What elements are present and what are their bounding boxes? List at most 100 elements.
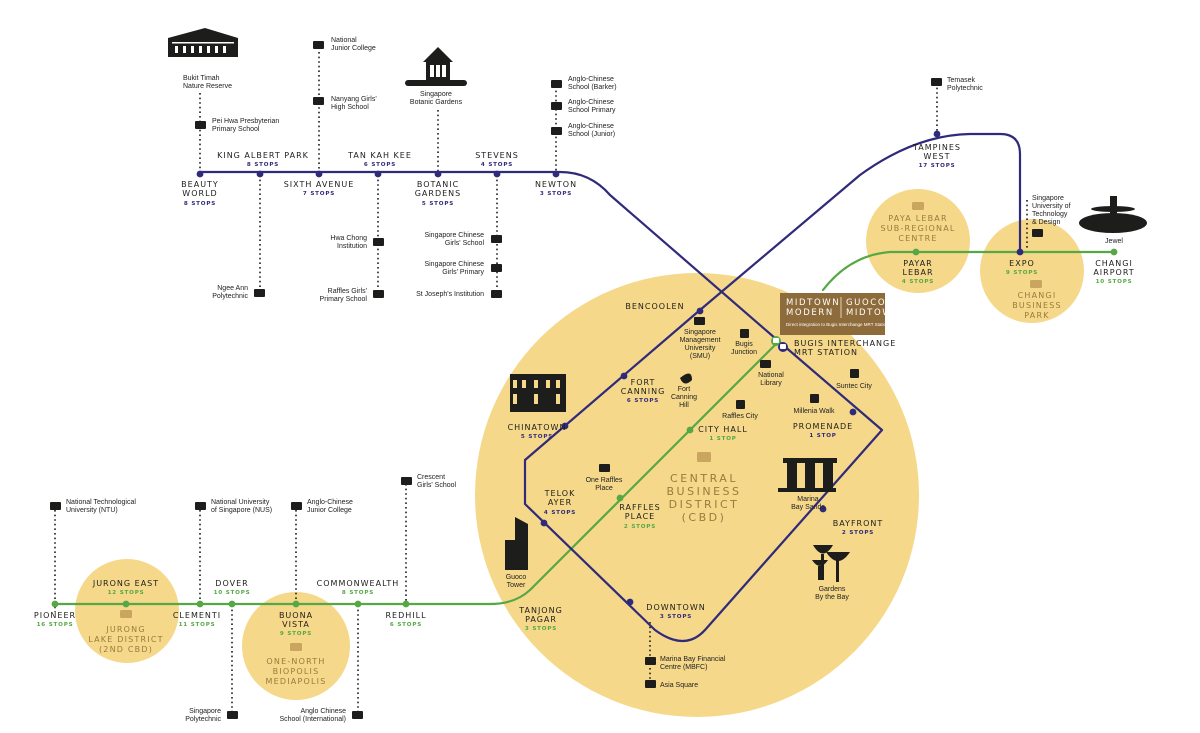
banner-left-line1: MIDTOWN — [786, 298, 840, 308]
station-label: BENCOOLEN — [625, 302, 684, 311]
poi-label: Crescent — [417, 474, 445, 481]
station-stops: 5 STOPS — [521, 434, 553, 440]
changi-bp-zone-l3: PARK — [1024, 311, 1049, 320]
cbd-line2: BUSINESS — [667, 485, 742, 498]
briefcase-icon — [120, 610, 132, 618]
station-label: BOTANIC — [417, 180, 459, 189]
banner-right-line1: GUOCO — [846, 298, 886, 308]
book-icon — [373, 290, 384, 298]
station-stops: 4 STOPS — [544, 510, 576, 516]
poi-label: Singapore — [420, 91, 452, 98]
beauty-world-dot — [196, 170, 204, 178]
station-stops: 6 STOPS — [390, 622, 422, 628]
redhill-dot — [402, 600, 410, 608]
one-north-zone-l1: ONE-NORTH — [266, 657, 325, 666]
poi-label: Anglo-Chinese — [568, 123, 614, 130]
poi-label: Gardens — [819, 586, 846, 593]
station-label: VISTA — [282, 620, 310, 629]
book-icon — [254, 289, 265, 297]
raffles-place-dot — [616, 494, 624, 502]
station-stops: 16 STOPS — [37, 622, 74, 628]
cbd-line1: CENTRAL — [670, 472, 738, 485]
station-stops: 2 STOPS — [624, 524, 656, 530]
station-stops: 8 STOPS — [342, 590, 374, 596]
poi-label: Primary School — [320, 296, 368, 303]
clementi-dot — [196, 600, 204, 608]
book-icon — [1032, 229, 1043, 237]
station-stops: 4 STOPS — [902, 279, 934, 285]
station-dots — [51, 130, 1118, 608]
briefcase-icon — [697, 452, 711, 462]
station-label: LEBAR — [902, 268, 933, 277]
poi-label: Nanyang Girls' — [331, 96, 377, 103]
midtown-banner[interactable]: MIDTOWN MODERN GUOCO MIDTOWN Direct inte… — [780, 293, 900, 335]
station-label: TAMPINES — [912, 143, 961, 152]
poi-label: Raffles City — [722, 413, 758, 420]
station-stops: 8 STOPS — [184, 201, 216, 207]
station-stops: 10 STOPS — [1096, 279, 1133, 285]
station-label: PROMENADE — [793, 422, 853, 431]
bugis-interchange-marker[interactable] — [771, 336, 788, 352]
poi-label: Fort — [678, 386, 691, 393]
poi-label: Girls' Primary — [442, 269, 484, 276]
station-stops: 5 STOPS — [422, 201, 454, 207]
station-stops: 10 STOPS — [214, 590, 251, 596]
station-stops: 8 STOPS — [247, 162, 279, 168]
poi-label: Tower — [507, 582, 526, 589]
briefcase-icon — [645, 680, 656, 688]
bukit-timah-building-icon — [168, 28, 238, 57]
poi-label: Pei Hwa Presbyterian — [212, 118, 279, 125]
poi-label: Place — [595, 485, 613, 492]
poi-label: Marina — [797, 496, 819, 503]
book-icon — [694, 317, 705, 325]
green-line-east — [821, 250, 1116, 292]
tampines-west-dot — [933, 130, 941, 138]
poi-label: Institution — [337, 243, 367, 250]
station-stops: 6 STOPS — [364, 162, 396, 168]
jurong-east-dot — [122, 600, 130, 608]
book-icon — [195, 121, 206, 129]
poi-label: Botanic Gardens — [410, 99, 463, 106]
station-label: BEAUTY — [181, 180, 219, 189]
station-label: PLACE — [625, 512, 655, 521]
station-label: DOWNTOWN — [646, 603, 705, 612]
fort-canning-dot — [620, 372, 628, 380]
station-label: CLEMENTI — [173, 611, 221, 620]
poi-label: High School — [331, 104, 369, 111]
station-stops: 2 STOPS — [842, 530, 874, 536]
station-label: PIONEER — [34, 611, 76, 620]
station-label: PAYAR — [903, 259, 932, 268]
jewel-icon — [1079, 196, 1147, 233]
poi-label: & Design — [1032, 219, 1061, 226]
station-stops: 3 STOPS — [660, 614, 692, 620]
book-icon — [551, 102, 562, 110]
station-stops: 12 STOPS — [108, 590, 145, 596]
station-stops: 1 STOP — [709, 436, 736, 442]
poi-label: Management — [680, 337, 721, 344]
green-line-west — [53, 342, 778, 606]
poi-label: Primary School — [212, 126, 260, 133]
cbd-label: CENTRAL BUSINESS DISTRICT (CBD) — [667, 452, 742, 524]
poi-label: Junior College — [331, 45, 376, 52]
book-icon — [291, 502, 302, 510]
poi-label: Hwa Chong — [330, 235, 367, 242]
jurong-zone-l1: JURONG — [105, 625, 145, 634]
book-icon — [373, 238, 384, 246]
interchange-name: BUGIS INTERCHANGE — [794, 339, 896, 348]
book-icon — [50, 502, 61, 510]
sixth-avenue-dot — [315, 170, 323, 178]
botanic-gardens-dot — [434, 170, 442, 178]
expo-dot — [1016, 248, 1024, 256]
book-icon — [551, 80, 562, 88]
zone-labels: PAYA LEBAR SUB-REGIONAL CENTRE CHANGI BU… — [88, 202, 1061, 686]
station-stops: 7 STOPS — [303, 191, 335, 197]
poi-label: Singapore Chinese — [424, 261, 484, 268]
poi-label: Anglo Chinese — [300, 708, 346, 715]
station-label: AYER — [548, 498, 572, 507]
changi-bp-zone-circle — [980, 219, 1084, 323]
station-label: JURONG EAST — [92, 579, 159, 588]
station-stops: 9 STOPS — [1006, 270, 1038, 276]
station-label: WORLD — [182, 189, 217, 198]
poi-label: Millenia Walk — [794, 408, 835, 415]
